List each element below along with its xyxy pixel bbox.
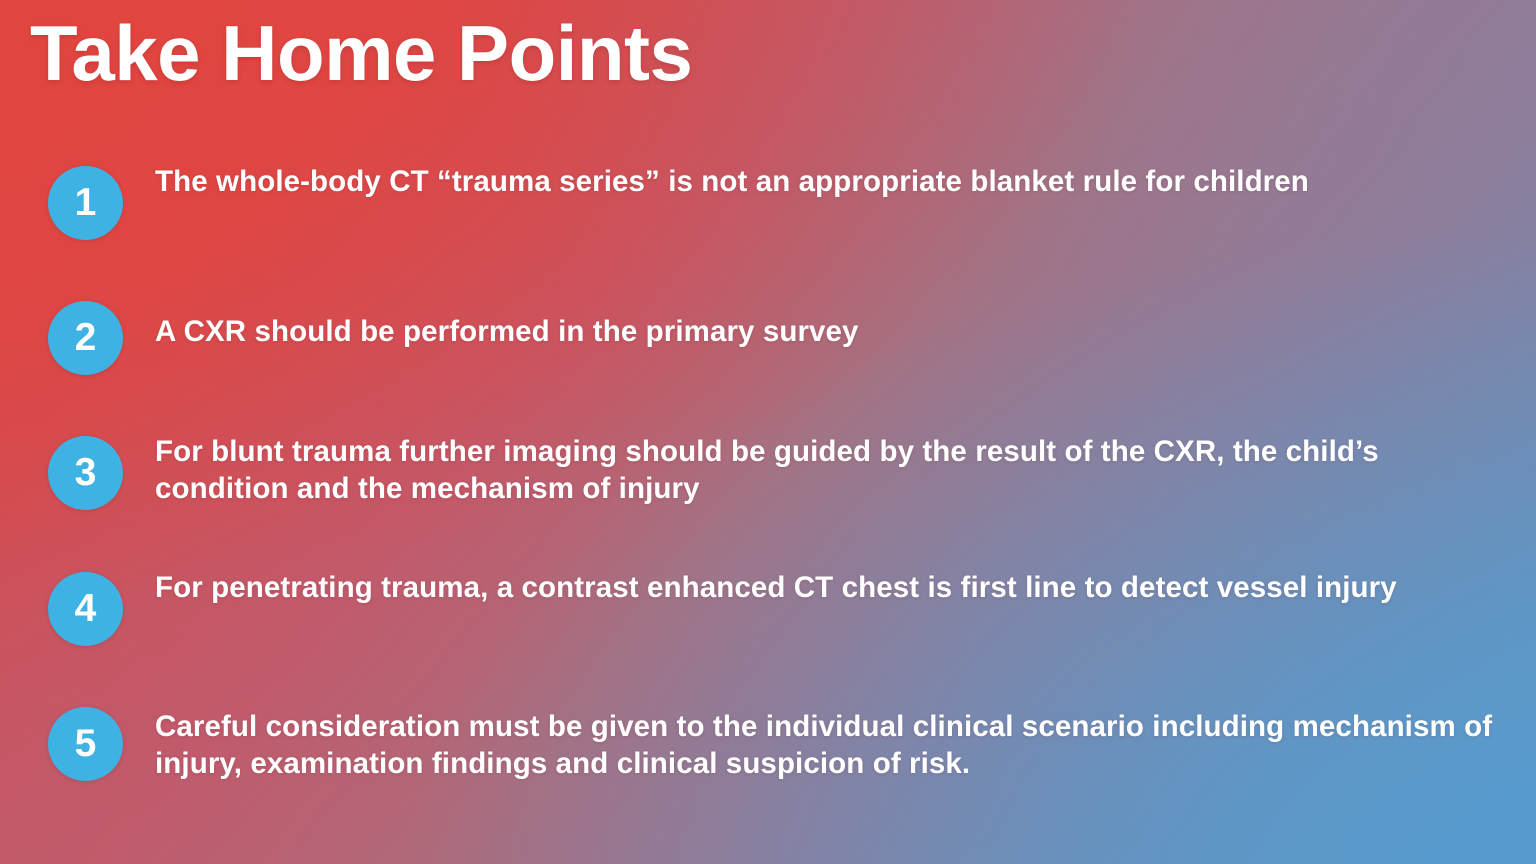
point-number-badge: 1 — [48, 166, 123, 240]
point-number-badge: 3 — [48, 436, 123, 510]
list-item: 4 For penetrating trauma, a contrast enh… — [48, 558, 1518, 668]
list-item: 1 The whole-body CT “trauma series” is n… — [48, 152, 1518, 262]
list-item: 2 A CXR should be performed in the prima… — [48, 287, 1518, 397]
point-text: The whole-body CT “trauma series” is not… — [155, 165, 1309, 198]
point-text: A CXR should be performed in the primary… — [155, 315, 859, 348]
point-number-badge: 4 — [48, 572, 123, 646]
point-text: Careful consideration must be given to t… — [155, 710, 1493, 780]
point-number-badge: 2 — [48, 301, 123, 375]
point-text: For penetrating trauma, a contrast enhan… — [155, 571, 1397, 604]
point-text: For blunt trauma further imaging should … — [155, 435, 1379, 505]
page-title: Take Home Points — [30, 9, 693, 97]
list-item: 5 Careful consideration must be given to… — [48, 693, 1518, 803]
point-number-badge: 5 — [48, 707, 123, 781]
list-item: 3 For blunt trauma further imaging shoul… — [48, 422, 1518, 532]
